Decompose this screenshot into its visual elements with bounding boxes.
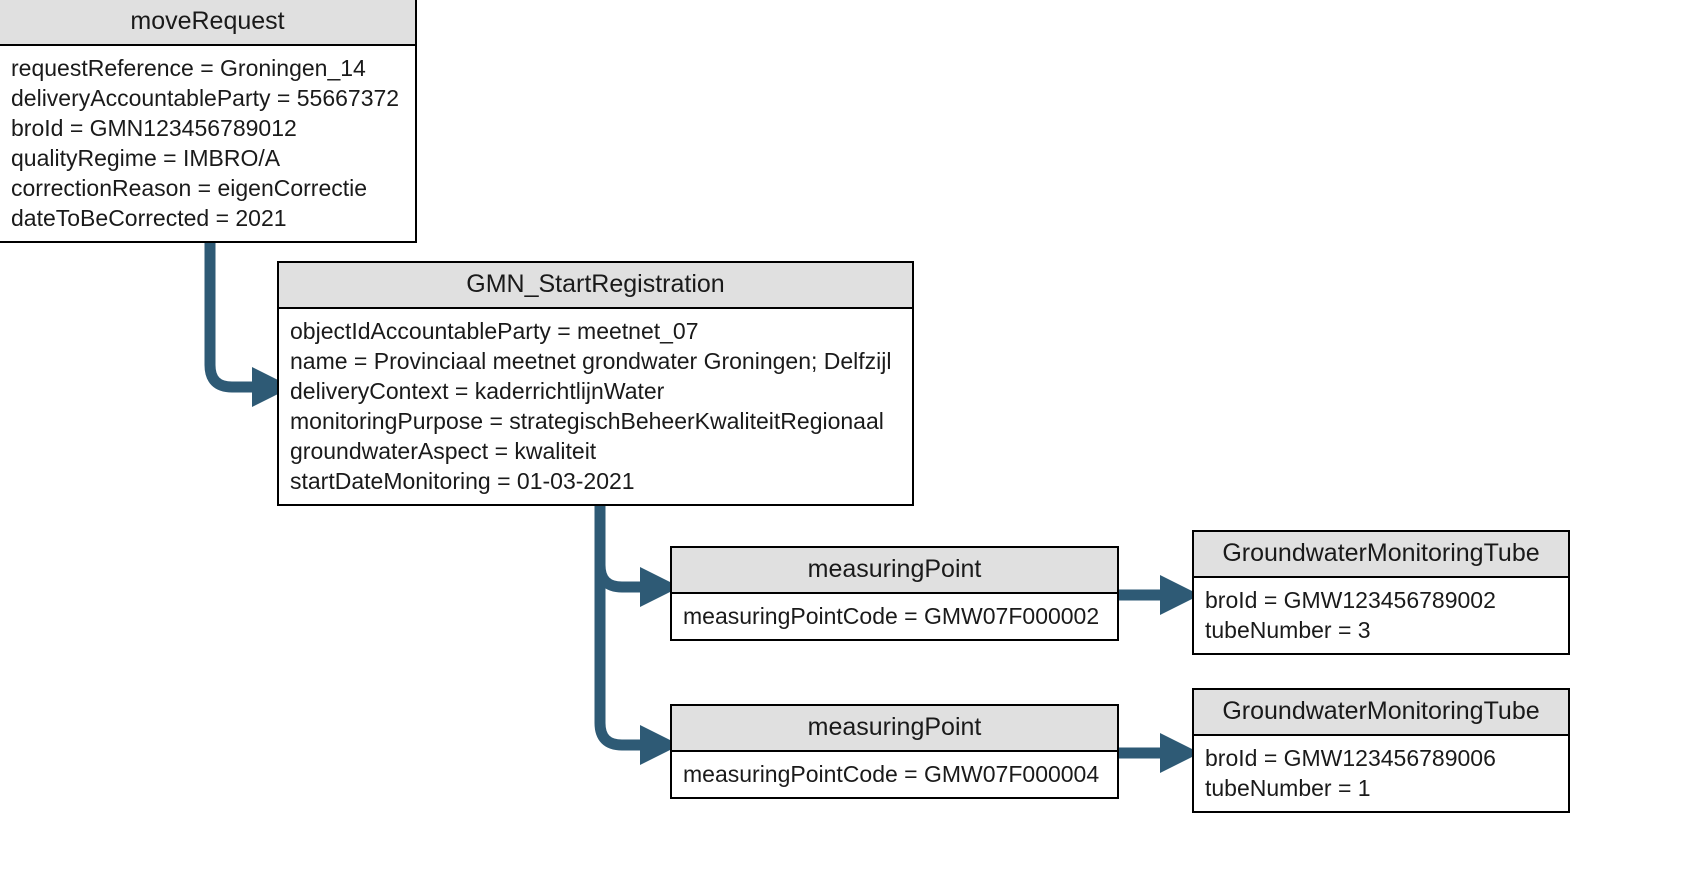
class-box-move-request[interactable]: moveRequest requestReference = Groningen… [0, 0, 417, 243]
attribute-row: objectIdAccountableParty = meetnet_07 [290, 318, 699, 344]
class-title-move-request: moveRequest [0, 0, 415, 46]
connector-measuring-point-2-to-tube-2 [1116, 728, 1206, 778]
attribute-row: broId = GMN123456789012 [11, 115, 297, 141]
attribute-row: name = Provinciaal meetnet grondwater Gr… [290, 348, 892, 374]
class-attributes-measuring-point-2: measuringPointCode = GMW07F000004 [672, 752, 1117, 797]
attribute-row: deliveryAccountableParty = 55667372 [11, 85, 400, 111]
attribute-row: correctionReason = eigenCorrectie [11, 175, 368, 201]
class-attributes-measuring-point-1: measuringPointCode = GMW07F000002 [672, 594, 1117, 639]
connector-measuring-point-1-to-tube-1 [1116, 570, 1206, 620]
class-box-tube-2[interactable]: GroundwaterMonitoringTube broId = GMW123… [1192, 688, 1570, 813]
attribute-row: deliveryContext = kaderrichtlijnWater [290, 378, 665, 404]
class-attributes-tube-1: broId = GMW123456789002 tubeNumber = 3 [1194, 578, 1568, 653]
attribute-row: measuringPointCode = GMW07F000002 [683, 603, 1100, 629]
attribute-row: requestReference = Groningen_14 [11, 55, 366, 81]
attribute-row: monitoringPurpose = strategischBeheerKwa… [290, 408, 884, 434]
class-attributes-start-registration: objectIdAccountableParty = meetnet_07 na… [279, 309, 912, 504]
attribute-row: qualityRegime = IMBRO/A [11, 145, 281, 171]
class-attributes-tube-2: broId = GMW123456789006 tubeNumber = 1 [1194, 736, 1568, 811]
class-box-tube-1[interactable]: GroundwaterMonitoringTube broId = GMW123… [1192, 530, 1570, 655]
attribute-row: tubeNumber = 3 [1205, 617, 1371, 643]
class-box-measuring-point-1[interactable]: measuringPoint measuringPointCode = GMW0… [670, 546, 1119, 641]
attribute-row: dateToBeCorrected = 2021 [11, 205, 287, 231]
class-title-measuring-point-1: measuringPoint [672, 548, 1117, 594]
class-box-start-registration[interactable]: GMN_StartRegistration objectIdAccountabl… [277, 261, 914, 506]
connector-move-request-to-start-registration [0, 215, 292, 407]
attribute-row: broId = GMW123456789002 [1205, 587, 1496, 613]
connector-start-registration-to-measuring-point-2 [520, 480, 720, 800]
class-title-tube-1: GroundwaterMonitoringTube [1194, 532, 1568, 578]
class-title-measuring-point-2: measuringPoint [672, 706, 1117, 752]
attribute-row: tubeNumber = 1 [1205, 775, 1371, 801]
attribute-row: measuringPointCode = GMW07F000004 [683, 761, 1100, 787]
attribute-row: groundwaterAspect = kwaliteit [290, 438, 597, 464]
class-attributes-move-request: requestReference = Groningen_14 delivery… [0, 46, 415, 241]
attribute-row: startDateMonitoring = 01-03-2021 [290, 468, 635, 494]
attribute-row: broId = GMW123456789006 [1205, 745, 1496, 771]
class-box-measuring-point-2[interactable]: measuringPoint measuringPointCode = GMW0… [670, 704, 1119, 799]
class-title-start-registration: GMN_StartRegistration [279, 263, 912, 309]
class-title-tube-2: GroundwaterMonitoringTube [1194, 690, 1568, 736]
